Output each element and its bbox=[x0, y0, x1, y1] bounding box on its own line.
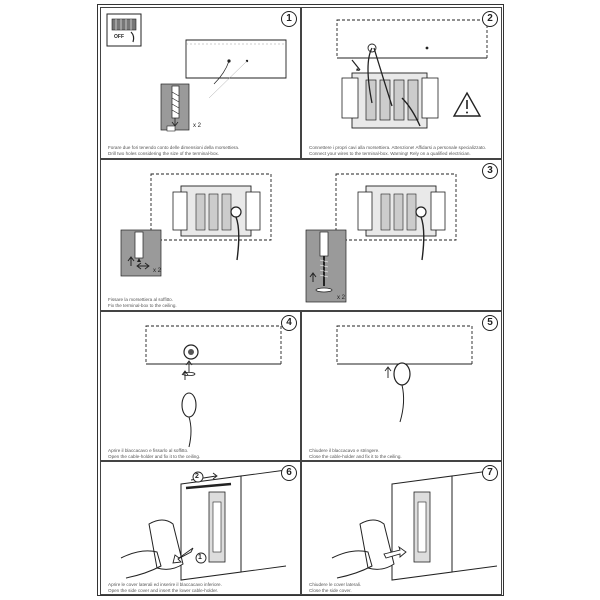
cable-holder-closed-illustration bbox=[336, 325, 473, 423]
step-number: 5 bbox=[482, 315, 498, 331]
step-number: 3 bbox=[482, 163, 498, 179]
step-number: 4 bbox=[281, 315, 297, 331]
panel-step-4: 4 Aprire il blaccacavo e fissarlo al sof… bbox=[100, 311, 301, 461]
caption-it: Aprire le cover laterali ed inserire il … bbox=[108, 582, 222, 587]
side-cover-open-illustration bbox=[120, 469, 287, 581]
quantity-label: x 2 bbox=[153, 268, 162, 274]
instruction-sheet: OFF x 2 1 Forare due fori tenendo conto … bbox=[97, 4, 504, 596]
caption-en: Close the side cover. bbox=[309, 588, 352, 593]
panel-step-3: x 2 x 2 3 Fissare la morsettiera al soff… bbox=[100, 159, 502, 311]
cable-holder-illustration bbox=[145, 325, 282, 448]
wiring-illustration bbox=[336, 19, 488, 129]
arrow-step-label: 1 bbox=[198, 554, 202, 561]
mounting-illustration bbox=[120, 173, 457, 303]
panel-step-5: 5 Chiudere il blaccacavo e stringere. Cl… bbox=[301, 311, 502, 461]
caption-it: Fissare la morsettiera al soffitto. bbox=[108, 297, 174, 302]
caption-en: Open the side cover and insert the lower… bbox=[108, 588, 219, 593]
step-number: 7 bbox=[482, 465, 498, 481]
caption-en: Connect your wires to the terminal-box. … bbox=[309, 151, 471, 156]
caption-it: Aprire il blaccacavo e fissarlo al soffi… bbox=[108, 448, 189, 453]
caption-it: Chiudere il blaccacavo e stringere. bbox=[309, 448, 380, 453]
quantity-label: x 2 bbox=[193, 123, 202, 129]
step-number: 2 bbox=[482, 11, 498, 27]
caption-en: Drill two holes considering the size of … bbox=[108, 151, 220, 156]
panel-step-7: 7 Chiudere le cover laterali. Close the … bbox=[301, 461, 502, 595]
caption-en: Fix the terminal-box to the ceiling. bbox=[108, 303, 177, 308]
drill-illustration bbox=[106, 13, 287, 132]
panel-step-6: 2 1 6 Aprire le cover laterali ed inseri… bbox=[100, 461, 301, 595]
caption-it: Chiudere le cover laterali. bbox=[309, 582, 362, 587]
quantity-label: x 2 bbox=[337, 295, 346, 301]
panel-step-1: OFF x 2 1 Forare due fori tenendo conto … bbox=[100, 7, 301, 159]
caption-it: Connettere i propri cavi alla morsettier… bbox=[309, 145, 487, 150]
caption-en: Open the cable-holder and fix it to the … bbox=[108, 454, 201, 459]
step-number: 6 bbox=[281, 465, 297, 481]
caption-en: Close the cable-holder and fix it to the… bbox=[309, 454, 402, 459]
arrow-step-label: 2 bbox=[195, 473, 199, 480]
caption-it: Forare due fori tenendo conto delle dime… bbox=[108, 145, 240, 150]
panel-step-2: 2 Connettere i propri cavi alla morsetti… bbox=[301, 7, 502, 159]
step-number: 1 bbox=[281, 11, 297, 27]
side-cover-close-illustration bbox=[331, 469, 498, 581]
switch-off-label: OFF bbox=[114, 34, 124, 40]
